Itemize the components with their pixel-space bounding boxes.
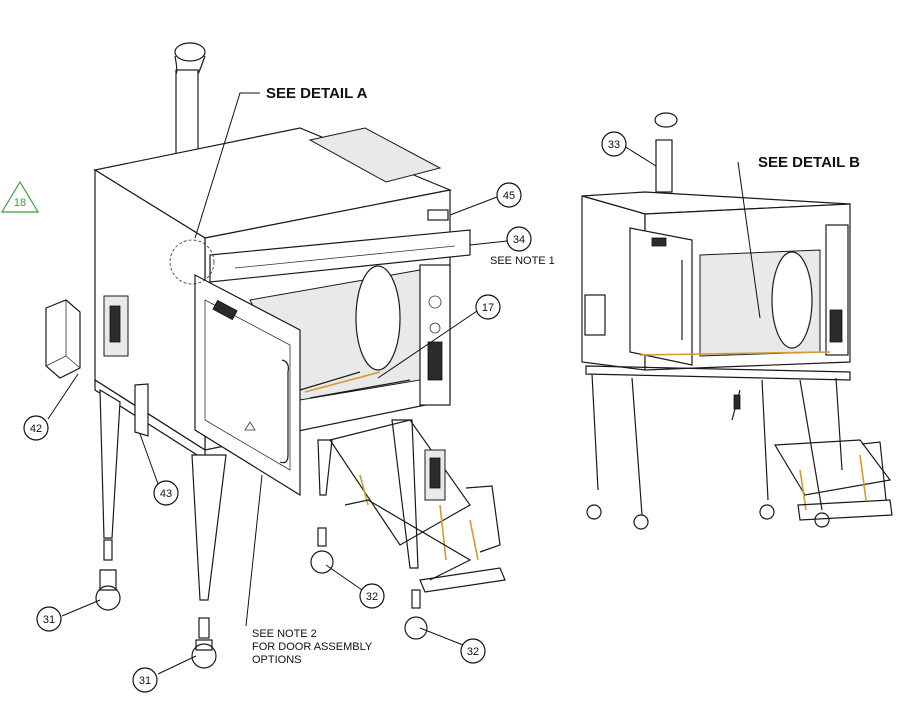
bubble-31-b: 31 — [132, 667, 158, 693]
oven-door-right — [629, 227, 693, 366]
caster-32-right-a — [310, 527, 334, 574]
svg-text:45: 45 — [503, 190, 515, 202]
bubble-32-a: 32 — [359, 583, 385, 609]
bubble-31-a: 31 — [36, 606, 62, 632]
leg-right-b — [391, 419, 419, 569]
note-1-label: SEE NOTE 1 — [490, 255, 555, 267]
revision-marker: 18 — [0, 180, 40, 213]
svg-text:32: 32 — [366, 591, 378, 603]
svg-text:31: 31 — [43, 614, 55, 626]
bubble-17: 17 — [475, 294, 501, 320]
note-2-line-2: FOR DOOR ASSEMBLY — [252, 641, 373, 653]
left-oven-assembly — [45, 42, 506, 669]
svg-text:31: 31 — [139, 675, 151, 687]
bubble-42: 42 — [23, 415, 49, 441]
control-panel-left — [419, 264, 451, 406]
bubble-33: 33 — [601, 131, 627, 157]
leader-lines — [47, 92, 761, 675]
flue-pipe-left — [174, 42, 206, 161]
detail-a-circle — [169, 239, 215, 285]
leg-front-middle — [191, 454, 227, 601]
right-oven-assembly — [581, 112, 893, 530]
junction-box-42 — [45, 299, 81, 379]
bubble-43: 43 — [153, 480, 179, 506]
bubble-45: 45 — [496, 182, 522, 208]
svg-text:34: 34 — [513, 234, 525, 246]
note-2-line-1: SEE NOTE 2 — [252, 628, 317, 640]
bubble-34: 34 — [506, 226, 532, 252]
svg-text:17: 17 — [482, 302, 494, 314]
part-45 — [427, 209, 449, 221]
svg-text:42: 42 — [30, 423, 42, 435]
bubble-32-b: 32 — [460, 638, 486, 664]
svg-text:43: 43 — [160, 488, 172, 500]
oven-door-left — [194, 274, 301, 497]
caster-31-front-left — [95, 539, 121, 611]
leg-front-left — [99, 388, 121, 539]
detail-b-label: SEE DETAIL B — [758, 154, 860, 171]
svg-text:33: 33 — [608, 139, 620, 151]
bracket-43 — [134, 383, 149, 437]
detail-a-label: SEE DETAIL A — [266, 85, 368, 102]
svg-text:32: 32 — [467, 646, 479, 658]
front-rail-34 — [209, 229, 471, 283]
caster-32-right-b — [404, 589, 428, 640]
revision-marker-label: 18 — [14, 197, 26, 209]
caster-31-front-middle — [191, 617, 217, 669]
leg-right-a — [317, 439, 333, 496]
note-2-line-3: OPTIONS — [252, 654, 302, 666]
